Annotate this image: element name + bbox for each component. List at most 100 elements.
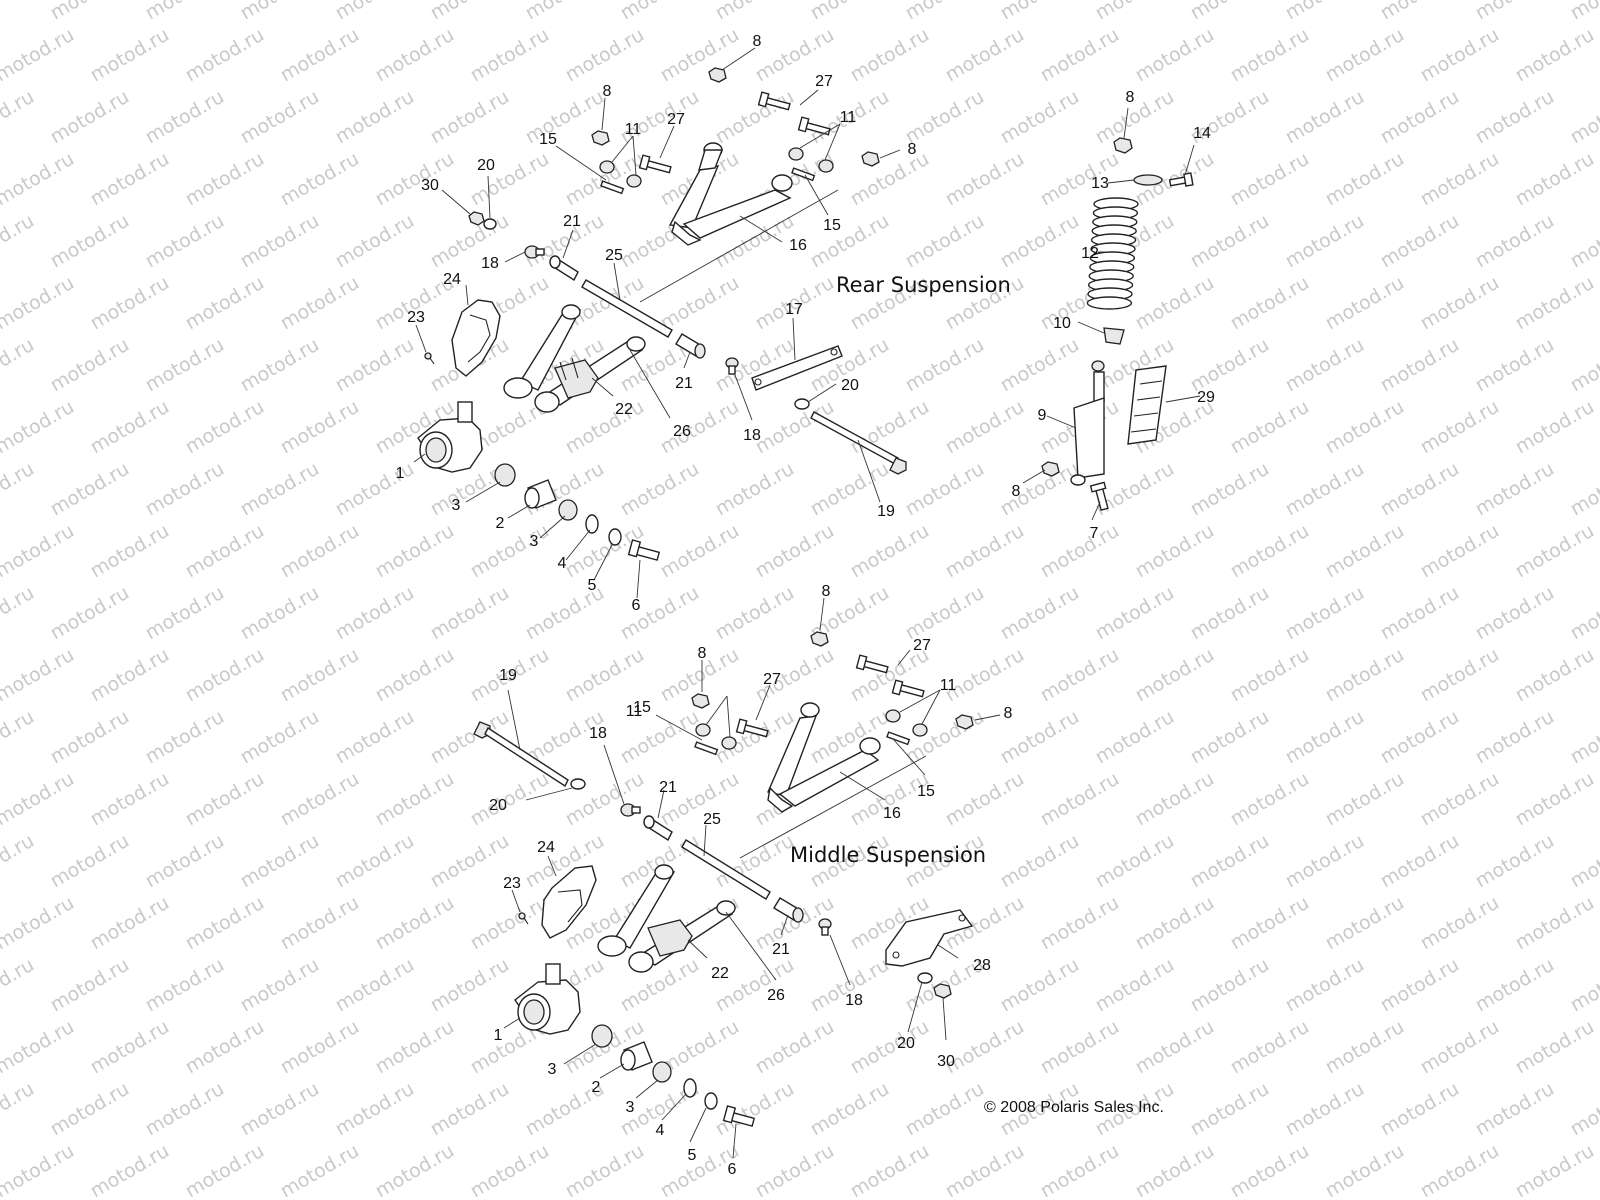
watermark-text: motod.ru — [1132, 1140, 1218, 1200]
lower-a-arm-rear — [503, 304, 646, 413]
watermark-text: motod.ru — [1187, 830, 1273, 893]
watermark-text: motod.ru — [277, 520, 363, 583]
middle-callout-21: 21 — [772, 941, 790, 958]
watermark-text: motod.ru — [1472, 830, 1558, 893]
watermark-text: motod.ru — [427, 1078, 513, 1141]
watermark-text: motod.ru — [0, 210, 38, 273]
watermark-text: motod.ru — [1132, 520, 1218, 583]
watermark-text: motod.ru — [277, 768, 363, 831]
watermark-text: motod.ru — [0, 768, 78, 831]
watermark-text: motod.ru — [712, 954, 798, 1017]
rear-callout-1: 1 — [396, 465, 405, 482]
middle-suspension-title: Middle Suspension — [790, 843, 986, 867]
watermark-text: motod.ru — [142, 210, 228, 273]
watermark-text: motod.ru — [0, 892, 78, 955]
screw-23-middle — [518, 912, 529, 925]
rear-callout-18: 18 — [481, 255, 499, 272]
rear-callout-20: 20 — [841, 377, 859, 394]
watermark-text: motod.ru — [332, 86, 418, 149]
middle-callout-19: 19 — [499, 667, 517, 684]
watermark-text: motod.ru — [427, 0, 513, 24]
watermark-text: motod.ru — [1322, 272, 1408, 335]
watermark-text: motod.ru — [237, 210, 323, 273]
middle-callout-2: 2 — [592, 1079, 601, 1096]
watermark-text: motod.ru — [1092, 706, 1178, 769]
watermark-text: motod.ru — [1227, 1016, 1313, 1079]
watermark-text: motod.ru — [997, 210, 1083, 273]
watermark-text: motod.ru — [277, 148, 363, 211]
watermark-text: motod.ru — [0, 0, 38, 24]
watermark-text: motod.ru — [142, 830, 228, 893]
bushing-rear-3 — [788, 147, 804, 161]
watermark-text: motod.ru — [657, 24, 743, 87]
rear-callout-8: 8 — [603, 83, 612, 100]
watermark-text: motod.ru — [1512, 1016, 1598, 1079]
rear-callout-12: 12 — [1081, 245, 1099, 262]
watermark-text: motod.ru — [1377, 582, 1463, 645]
watermark-text: motod.ru — [1417, 644, 1503, 707]
watermark-text: motod.ru — [332, 458, 418, 521]
watermark-text: motod.ru — [237, 458, 323, 521]
rear-callout-27: 27 — [815, 73, 833, 90]
watermark-text: motod.ru — [942, 24, 1028, 87]
retainer-13 — [1133, 174, 1163, 186]
watermark-text: motod.ru — [237, 830, 323, 893]
pin-middle-1 — [694, 741, 719, 756]
watermark-text: motod.ru — [1417, 1016, 1503, 1079]
watermark-text: motod.ru — [142, 0, 228, 24]
watermark-text: motod.ru — [807, 1078, 893, 1141]
watermark-text: motod.ru — [87, 148, 173, 211]
watermark-text: motod.ru — [942, 1140, 1028, 1200]
watermark-text: motod.ru — [0, 644, 78, 707]
watermark-text: motod.ru — [1567, 210, 1600, 273]
washer-20-rear-2 — [794, 398, 810, 410]
rear-callout-8: 8 — [1012, 483, 1021, 500]
watermark-text: motod.ru — [1227, 148, 1313, 211]
watermark-text: motod.ru — [1282, 830, 1368, 893]
watermark-text: motod.ru — [902, 86, 988, 149]
watermark-text: motod.ru — [1227, 520, 1313, 583]
watermark-text: motod.ru — [47, 86, 133, 149]
watermark-text: motod.ru — [1472, 0, 1558, 24]
watermark-text: motod.ru — [332, 706, 418, 769]
watermark-text: motod.ru — [1512, 1140, 1598, 1200]
bushing-rear-2 — [626, 174, 642, 188]
bushing-middle-3 — [885, 709, 901, 723]
rear-callout-16: 16 — [789, 237, 807, 254]
bearing-3-rear-2 — [558, 499, 578, 521]
watermark-text: motod.ru — [1472, 706, 1558, 769]
bolt-18-middle-2 — [818, 918, 832, 936]
pin-rear-2 — [791, 167, 816, 182]
watermark-text: motod.ru — [562, 1140, 648, 1200]
watermark-text: motod.ru — [0, 458, 38, 521]
bolt-7 — [1089, 481, 1109, 511]
watermark-text: motod.ru — [332, 582, 418, 645]
watermark-text: motod.ru — [467, 892, 553, 955]
watermark-text: motod.ru — [332, 1078, 418, 1141]
watermark-text: motod.ru — [1227, 644, 1313, 707]
washer-20-middle-2 — [917, 972, 933, 984]
watermark-text: motod.ru — [752, 1016, 838, 1079]
watermark-text: motod.ru — [182, 520, 268, 583]
watermark-text: motod.ru — [1227, 272, 1313, 335]
watermark-text: motod.ru — [0, 954, 38, 1017]
watermark-text: motod.ru — [657, 768, 743, 831]
middle-callout-25: 25 — [703, 811, 721, 828]
middle-callout-30: 30 — [937, 1053, 955, 1070]
middle-callout-15: 15 — [633, 699, 651, 716]
watermark-text: motod.ru — [87, 892, 173, 955]
nut-30-middle — [933, 983, 952, 999]
middle-suspension-assembly — [473, 631, 974, 1127]
watermark-text: motod.ru — [902, 0, 988, 24]
watermark-text: motod.ru — [372, 24, 458, 87]
watermark-text: motod.ru — [1322, 892, 1408, 955]
watermark-text: motod.ru — [237, 954, 323, 1017]
middle-callout-27: 27 — [763, 671, 781, 688]
watermark-text: motod.ru — [847, 1140, 933, 1200]
watermark-text: motod.ru — [902, 1078, 988, 1141]
watermark-text: motod.ru — [1132, 272, 1218, 335]
watermark-text: motod.ru — [1037, 1140, 1123, 1200]
watermark-text: motod.ru — [1227, 1140, 1313, 1200]
watermark-text: motod.ru — [902, 706, 988, 769]
rear-callout-24: 24 — [443, 271, 461, 288]
